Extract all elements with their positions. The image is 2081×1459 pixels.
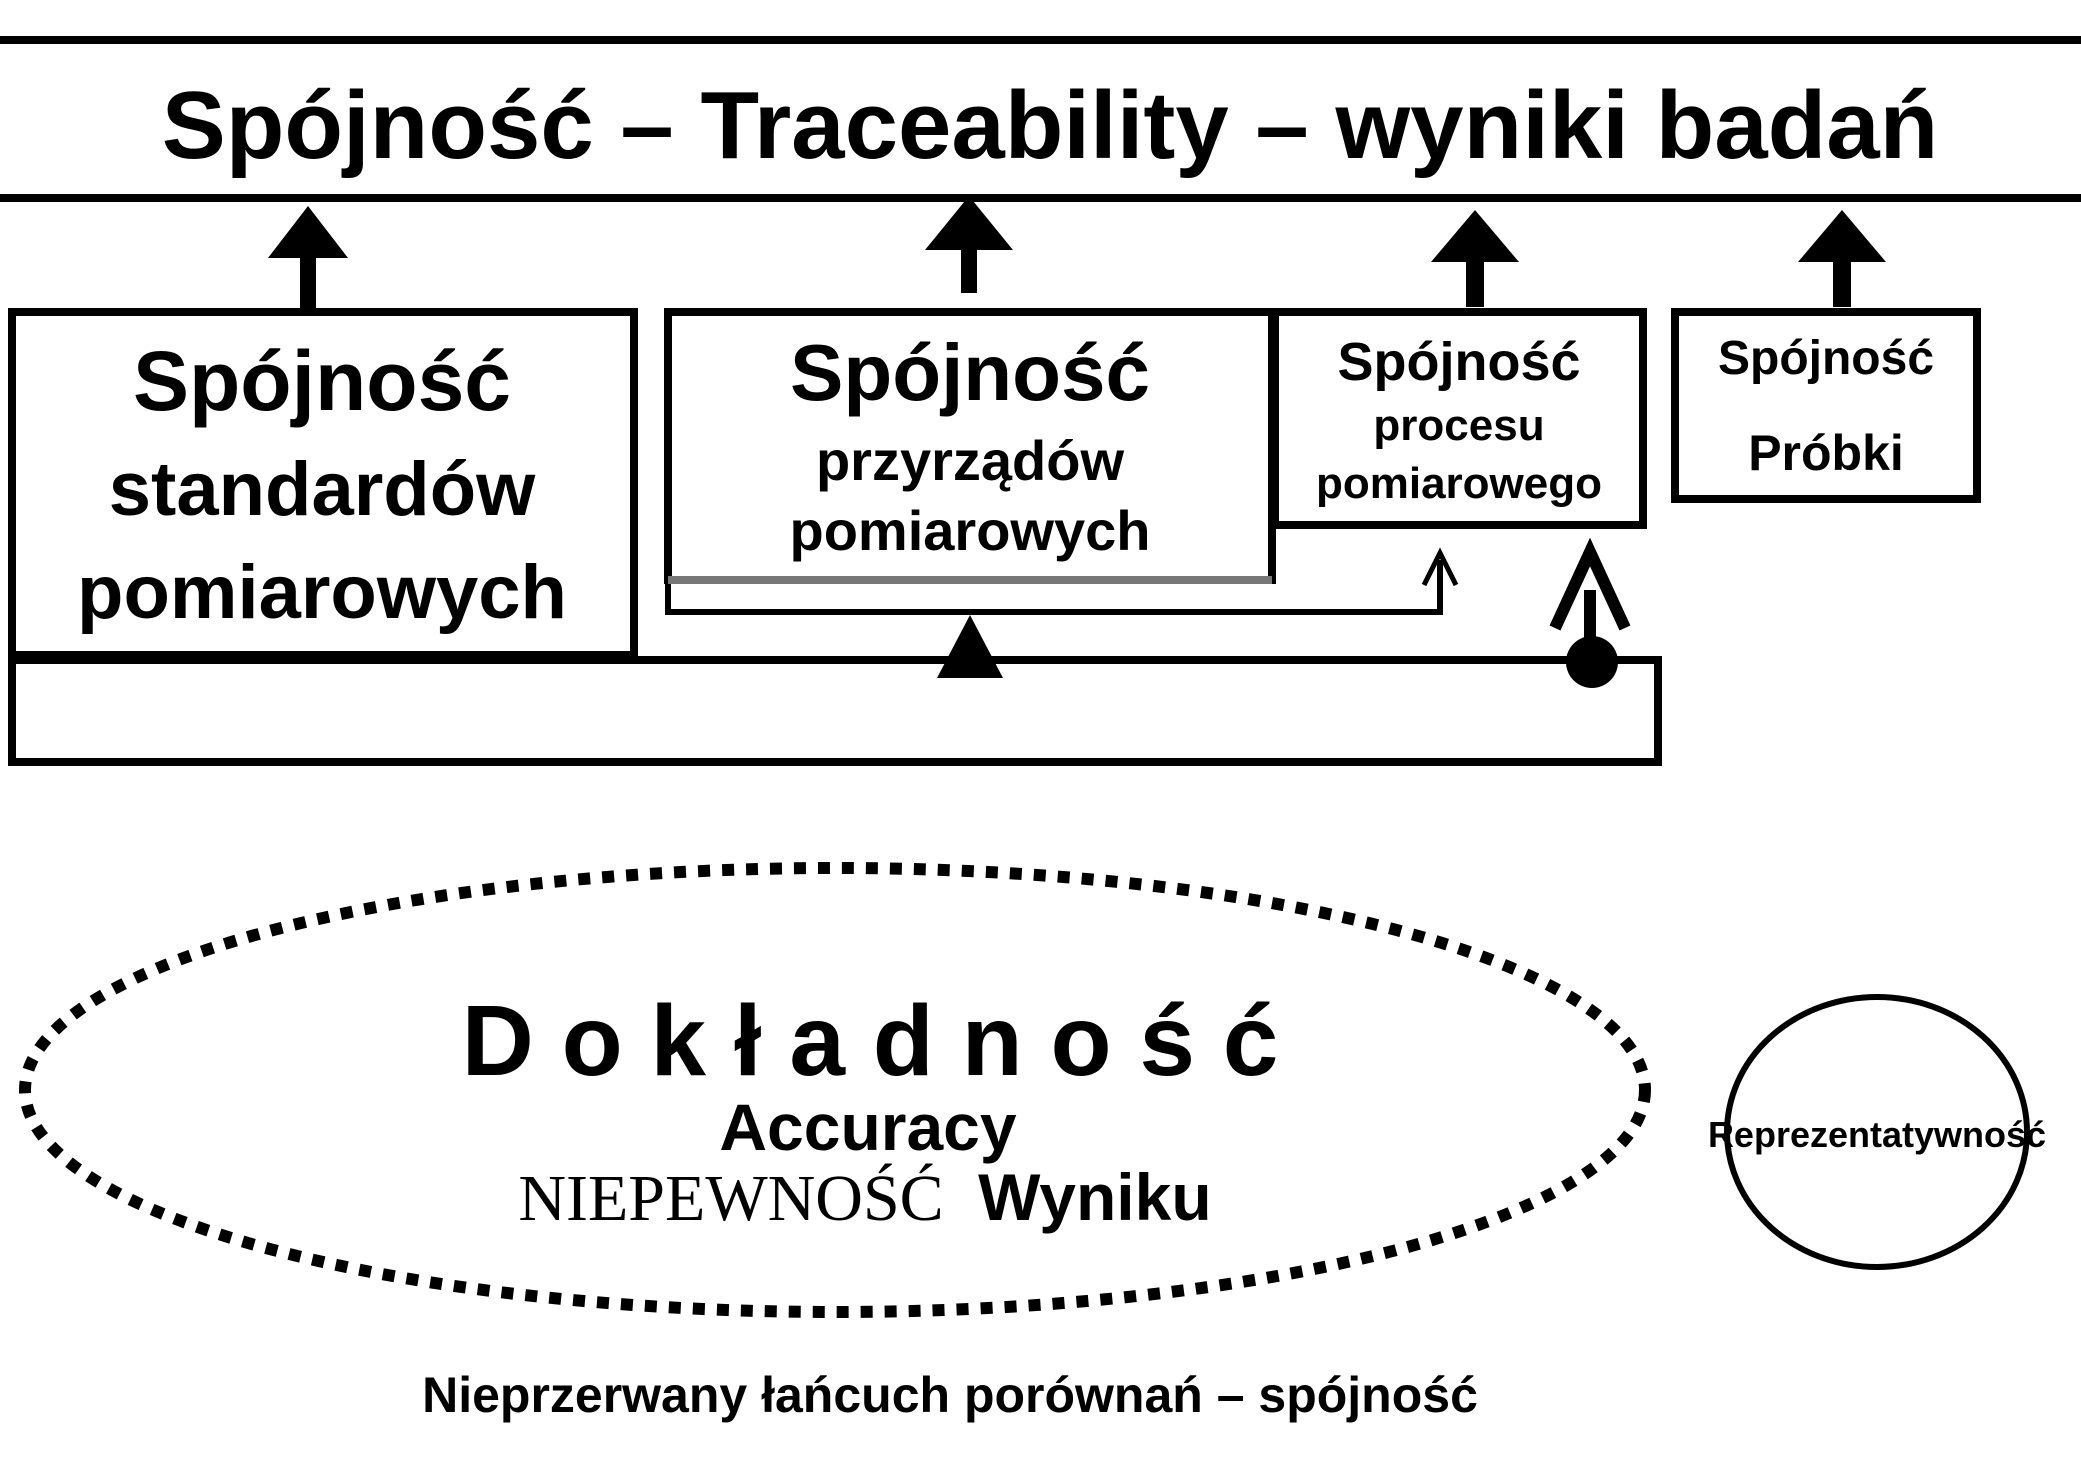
uncertainty-sans: Wyniku [978, 1160, 1211, 1234]
junction-dot-icon [1566, 636, 1618, 688]
standards-box-line2: standardów [109, 447, 536, 532]
chevron-up-icon [1549, 537, 1631, 631]
uncertainty-serif: NIEPEWNOŚĆ [518, 1162, 943, 1235]
uncertainty-label: NIEPEWNOŚĆ Wyniku [518, 1160, 1211, 1235]
instruments-box-line3: pomiarowych [790, 499, 1151, 562]
standards-box-line1: Spójność [133, 334, 511, 428]
arrow-up-icon-process [1431, 210, 1519, 307]
instruments-box-line1: Spójność [790, 328, 1150, 417]
process-box-line1: Spójność [1337, 332, 1580, 392]
standards-box-line3: pomiarowych [77, 550, 567, 635]
sample-box-line1: Spójność [1718, 332, 1934, 385]
arrow-up-icon-instruments [925, 196, 1013, 293]
instruments-to-process-connector [665, 560, 1443, 615]
footer-caption: Nieprzerwany łańcuch porównań – spójność [422, 1367, 1478, 1423]
process-box-line2: procesu [1373, 401, 1544, 450]
accuracy-english-label: Accuracy [719, 1090, 1016, 1164]
comparison-loop-bar [8, 656, 1662, 766]
sample-box-line2: Próbki [1748, 425, 1904, 481]
representativeness-circle [1724, 994, 2030, 1270]
sample-box [1671, 308, 1981, 503]
standards-box [8, 308, 638, 659]
instruments-box [664, 308, 1276, 584]
page-title: Spójność – Traceability – wyniki badań [162, 72, 1939, 179]
thin-arrow-head-icon [1421, 547, 1459, 587]
instruments-box-line2: przyrządów [816, 429, 1124, 492]
representativeness-label: Reprezentatywność [1708, 1114, 2046, 1155]
arrow-up-icon-standards [268, 206, 348, 310]
instruments-box-shadow [668, 576, 1272, 584]
process-box-line3: pomiarowego [1316, 459, 1602, 508]
process-box [1271, 308, 1647, 529]
accuracy-main-label: D o k ł a d n o ś ć [462, 985, 1279, 1097]
triangle-up-icon [937, 615, 1003, 678]
arrow-up-icon-sample [1798, 210, 1886, 307]
accuracy-ellipse [19, 862, 1651, 1318]
